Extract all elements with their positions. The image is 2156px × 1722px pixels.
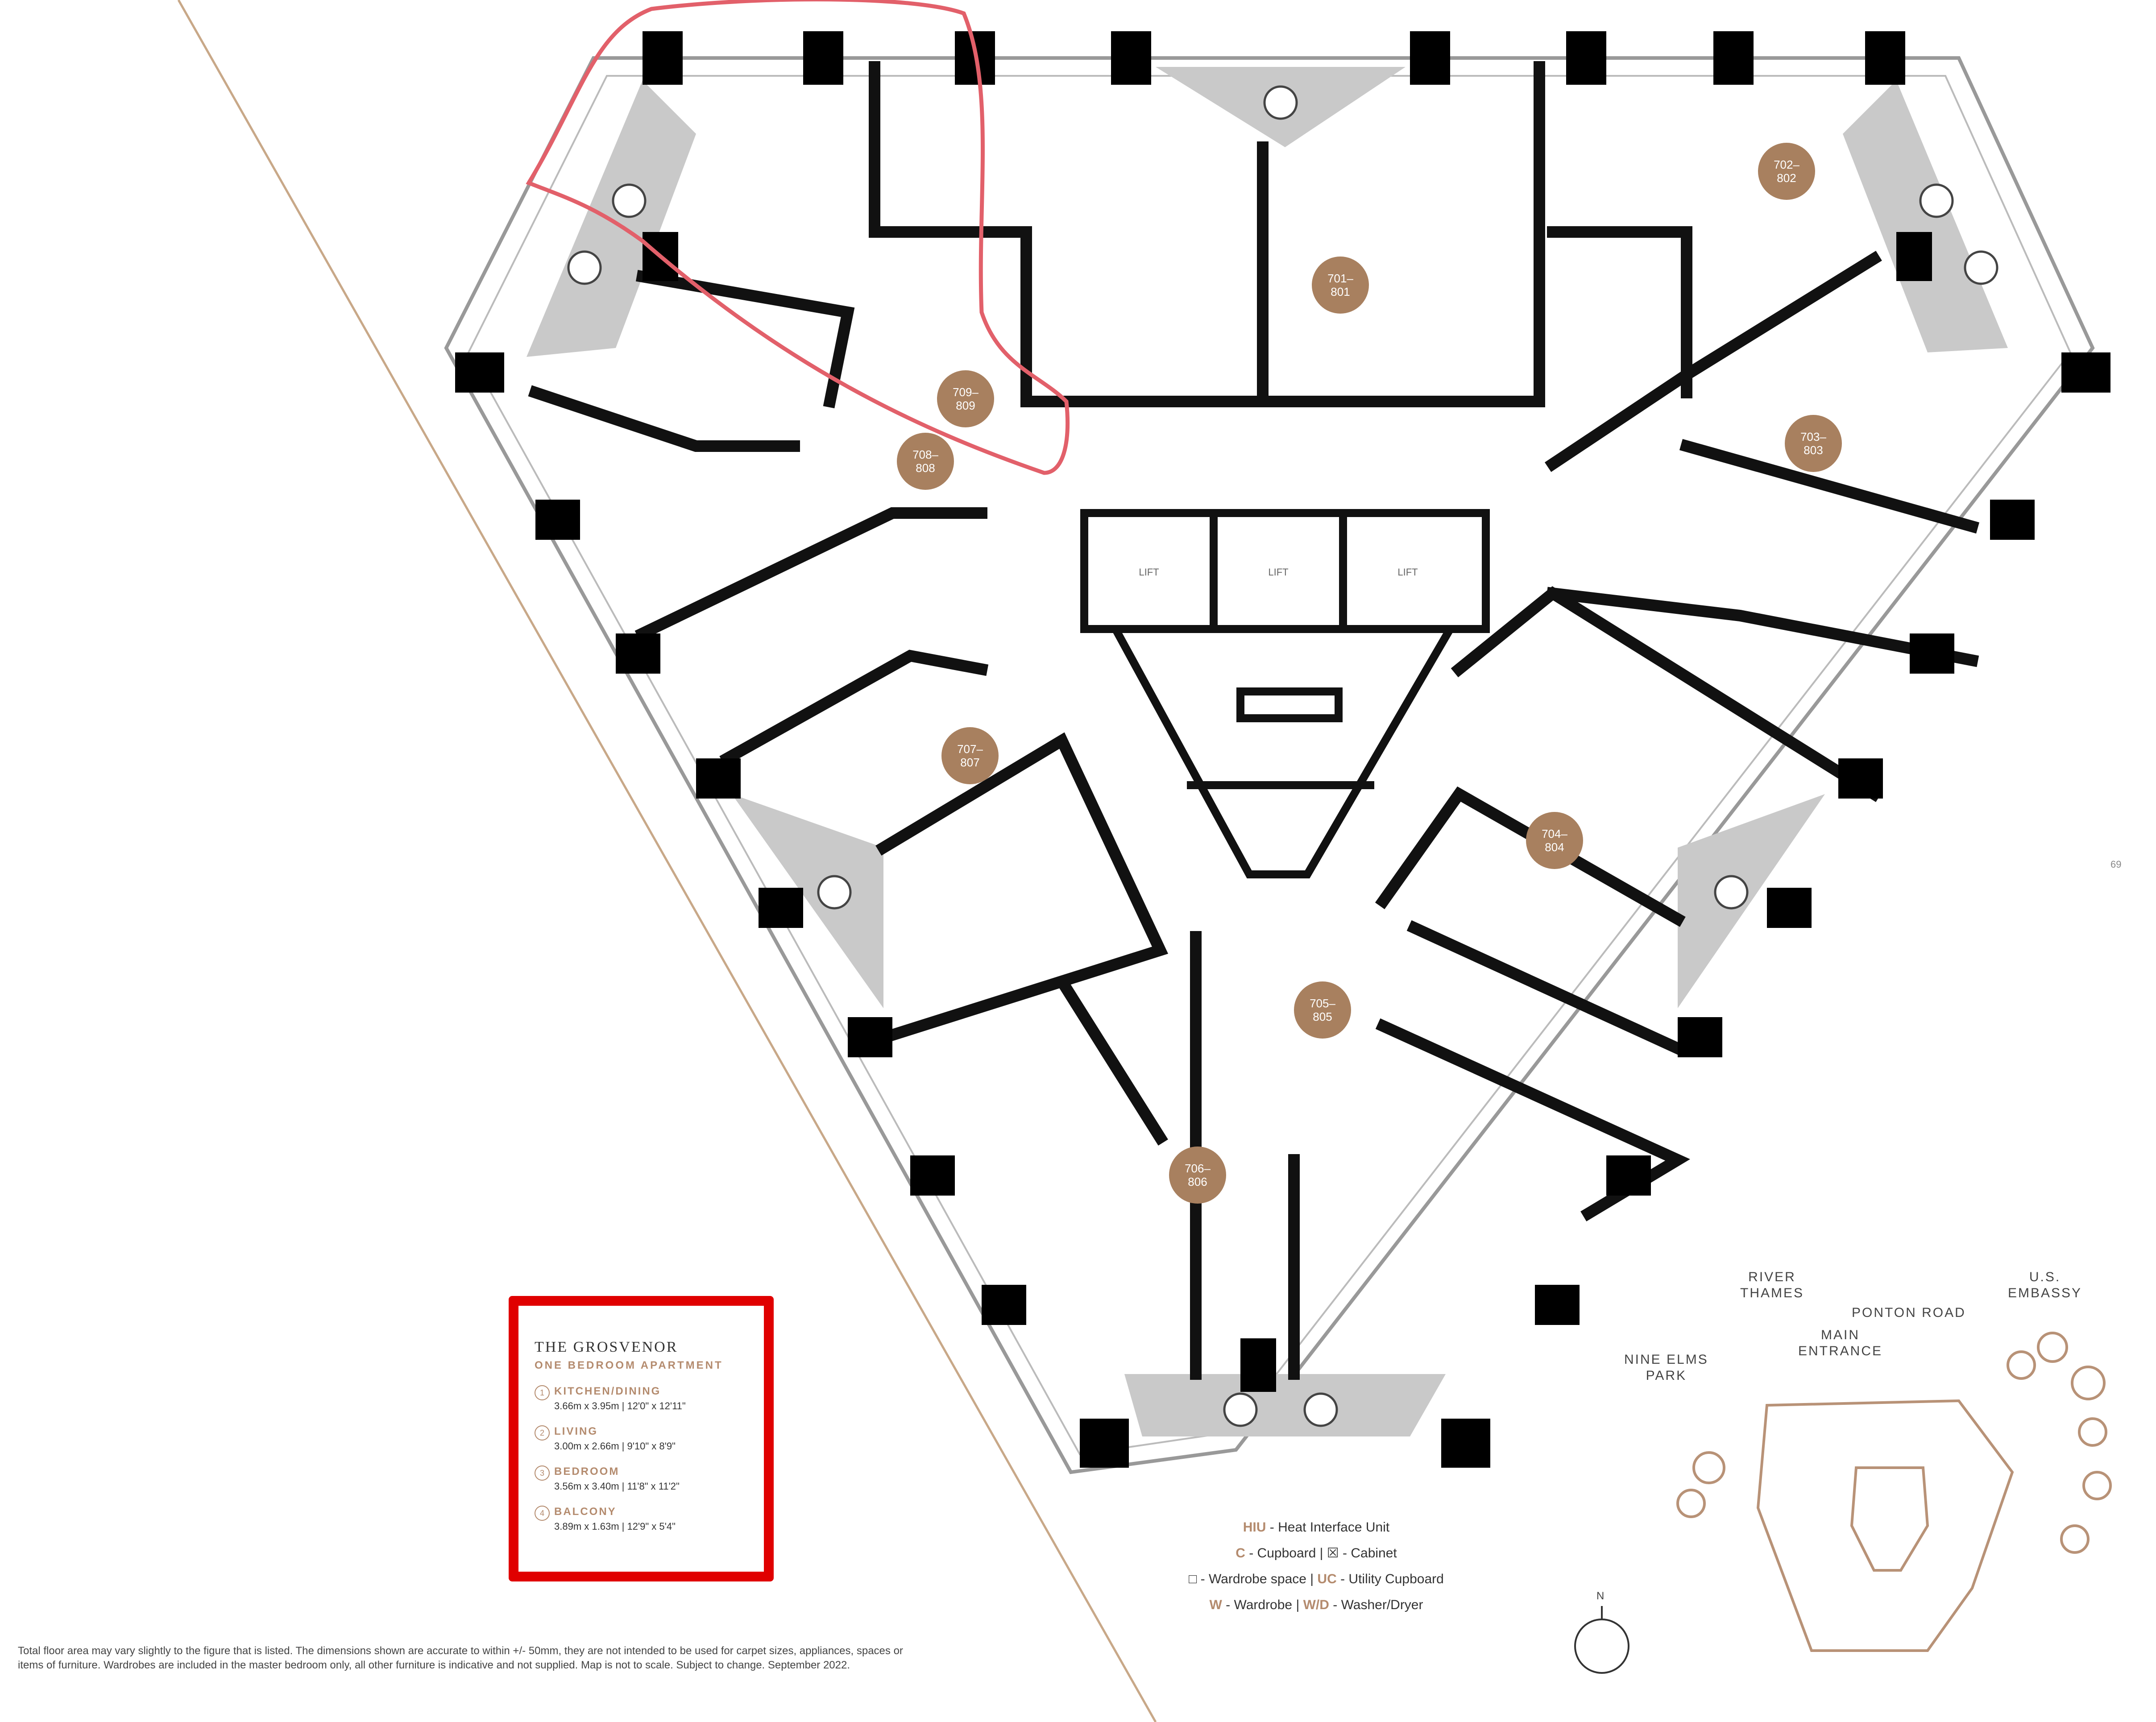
lift-label-1: LIFT	[1139, 567, 1159, 578]
balcony-bottom	[1124, 1374, 1446, 1436]
map-label-ponton-road: PONTON ROAD	[1852, 1305, 1966, 1320]
legend-room-3: 3 BEDROOM 3.56m x 3.40m | 11'8" x 11'2"	[535, 1465, 748, 1492]
page-number: 69	[2110, 859, 2122, 870]
wardrobe-space-icon: □	[1189, 1572, 1197, 1586]
lift-label-3: LIFT	[1397, 567, 1418, 578]
map-label-park: NINE ELMS PARK	[1624, 1352, 1708, 1383]
room-number: 3	[535, 1465, 550, 1481]
map-label-embassy: U.S. EMBASSY	[2008, 1270, 2082, 1300]
key-cupboard: C - Cupboard | ☒ - Cabinet	[1236, 1546, 1397, 1561]
unit-tag-703: 703– 803	[1785, 415, 1842, 472]
key-wardrobe-space: □ - Wardrobe space | UC - Utility Cupboa…	[1189, 1572, 1444, 1586]
unit-tag-708: 708– 808	[897, 433, 954, 490]
unit-tag-701: 701– 801	[1312, 257, 1369, 314]
location-map	[1676, 1332, 2112, 1652]
cabinet-icon: ☒	[1327, 1546, 1339, 1561]
legend-room-1: 1 KITCHEN/DINING 3.66m x 3.95m | 12'0" x…	[535, 1385, 748, 1412]
room-dimensions: 3.66m x 3.95m | 12'0" x 12'11"	[554, 1400, 686, 1412]
map-label-river: RIVER THAMES	[1740, 1270, 1804, 1300]
lift-core	[1080, 509, 1490, 878]
legend-room-2: 2 LIVING 3.00m x 2.66m | 9'10" x 8'9"	[535, 1425, 748, 1452]
balcony-tables	[567, 85, 1998, 1427]
room-dimensions: 3.00m x 2.66m | 9'10" x 8'9"	[554, 1441, 676, 1452]
columns	[455, 31, 2110, 1468]
balcony-right-top	[1843, 80, 2008, 352]
building-outline	[444, 56, 2095, 1474]
room-name: BEDROOM	[554, 1465, 620, 1478]
room-number: 4	[535, 1506, 550, 1521]
legend-room-4: 4 BALCONY 3.89m x 1.63m | 12'9" x 5'4"	[535, 1506, 748, 1532]
sketch-highlight	[526, 0, 1070, 475]
room-dimensions: 3.89m x 1.63m | 12'9" x 5'4"	[554, 1521, 676, 1532]
room-name: KITCHEN/DINING	[554, 1385, 661, 1397]
room-name: BALCONY	[554, 1506, 617, 1518]
unit-tag-709: 709– 809	[937, 370, 994, 427]
room-number: 2	[535, 1425, 550, 1441]
balcony-left-mid	[732, 794, 883, 1008]
abbreviation-key: HIU - Heat Interface Unit C - Cupboard |…	[1115, 1515, 1517, 1618]
north-label: N	[1596, 1590, 1606, 1602]
lift-label-2: LIFT	[1268, 567, 1288, 578]
north-arrow	[1574, 1606, 1629, 1674]
key-hiu: HIU - Heat Interface Unit	[1243, 1520, 1390, 1535]
room-number: 1	[535, 1385, 550, 1400]
unit-tag-702: 702– 802	[1758, 143, 1815, 200]
legend-title: THE GROSVENOR	[535, 1339, 678, 1355]
footnote: Total floor area may vary slightly to th…	[18, 1645, 903, 1671]
legend-subtitle: ONE BEDROOM APARTMENT	[535, 1359, 723, 1371]
unit-tag-704: 704– 804	[1526, 812, 1583, 869]
unit-tag-707: 707– 807	[941, 727, 999, 784]
key-wardrobe: W - Wardrobe | W/D - Washer/Dryer	[1209, 1598, 1423, 1612]
apartment-legend: THE GROSVENOR ONE BEDROOM APARTMENT 1 KI…	[509, 1296, 774, 1581]
balcony-right-mid	[1678, 794, 1825, 1008]
diagonal-line	[177, 0, 1157, 1722]
unit-tag-705: 705– 805	[1294, 981, 1351, 1039]
unit-tag-706: 706– 806	[1169, 1147, 1226, 1204]
room-dimensions: 3.56m x 3.40m | 11'8" x 11'2"	[554, 1481, 680, 1492]
room-name: LIVING	[554, 1425, 598, 1437]
map-label-main-entrance: MAIN ENTRANCE	[1798, 1328, 1883, 1358]
